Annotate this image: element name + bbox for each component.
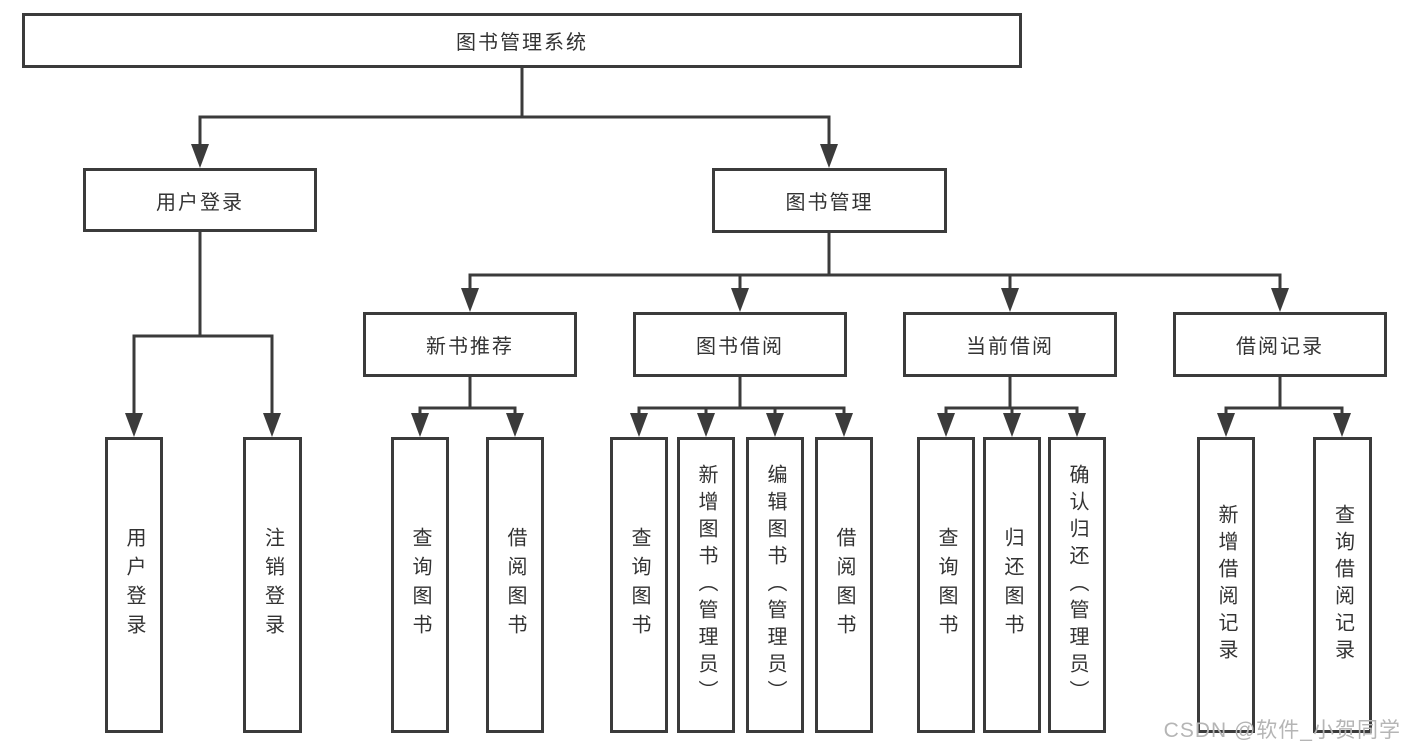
leaf-query-borrow-record: 查询借阅记录 bbox=[1313, 437, 1372, 733]
leaf-user-login: 用户登录 bbox=[105, 437, 163, 733]
node-label: 图书管理 bbox=[785, 192, 874, 214]
node-new-book-recommend: 新书推荐 bbox=[363, 312, 577, 377]
leaf-label: 借阅图书 bbox=[833, 527, 855, 643]
leaf-label: 查询图书 bbox=[628, 527, 650, 643]
leaf-label: 编辑图书（管理员） bbox=[764, 463, 786, 707]
leaf-query-book-3: 查询图书 bbox=[917, 437, 975, 733]
leaf-label: 新增借阅记录 bbox=[1215, 504, 1237, 666]
leaf-label: 查询图书 bbox=[409, 527, 431, 643]
node-borrow-record: 借阅记录 bbox=[1173, 312, 1387, 377]
node-label: 新书推荐 bbox=[426, 336, 514, 358]
leaf-borrow-book-2: 借阅图书 bbox=[815, 437, 873, 733]
node-book-management: 图书管理 bbox=[712, 168, 947, 233]
leaf-label: 归还图书 bbox=[1001, 527, 1023, 643]
leaf-add-book-admin: 新增图书（管理员） bbox=[677, 437, 735, 733]
leaf-label: 用户登录 bbox=[123, 527, 145, 643]
leaf-label: 确认归还（管理员） bbox=[1066, 463, 1088, 707]
leaf-logout: 注销登录 bbox=[243, 437, 302, 733]
node-book-borrow: 图书借阅 bbox=[633, 312, 847, 377]
node-label: 用户登录 bbox=[156, 191, 244, 214]
node-label: 图书借阅 bbox=[696, 336, 784, 358]
leaf-label: 查询借阅记录 bbox=[1331, 504, 1354, 666]
leaf-label: 借阅图书 bbox=[504, 527, 526, 643]
leaf-label: 新增图书（管理员） bbox=[695, 463, 717, 707]
node-current-borrow: 当前借阅 bbox=[903, 312, 1117, 377]
node-root: 图书管理系统 bbox=[22, 13, 1022, 68]
leaf-label: 注销登录 bbox=[261, 527, 284, 643]
leaf-query-book-1: 查询图书 bbox=[391, 437, 449, 733]
leaf-query-book-2: 查询图书 bbox=[610, 437, 668, 733]
leaf-label: 查询图书 bbox=[935, 527, 957, 643]
leaf-confirm-return-admin: 确认归还（管理员） bbox=[1048, 437, 1106, 733]
leaf-borrow-book-1: 借阅图书 bbox=[486, 437, 544, 733]
node-root-label: 图书管理系统 bbox=[456, 32, 588, 54]
node-label: 借阅记录 bbox=[1236, 336, 1324, 358]
node-user-login-branch: 用户登录 bbox=[83, 168, 317, 232]
leaf-add-borrow-record: 新增借阅记录 bbox=[1197, 437, 1255, 733]
node-label: 当前借阅 bbox=[966, 336, 1054, 358]
leaf-return-book: 归还图书 bbox=[983, 437, 1041, 733]
leaf-edit-book-admin: 编辑图书（管理员） bbox=[746, 437, 804, 733]
csdn-watermark: CSDN @软件_小贺同学 bbox=[1163, 719, 1401, 742]
